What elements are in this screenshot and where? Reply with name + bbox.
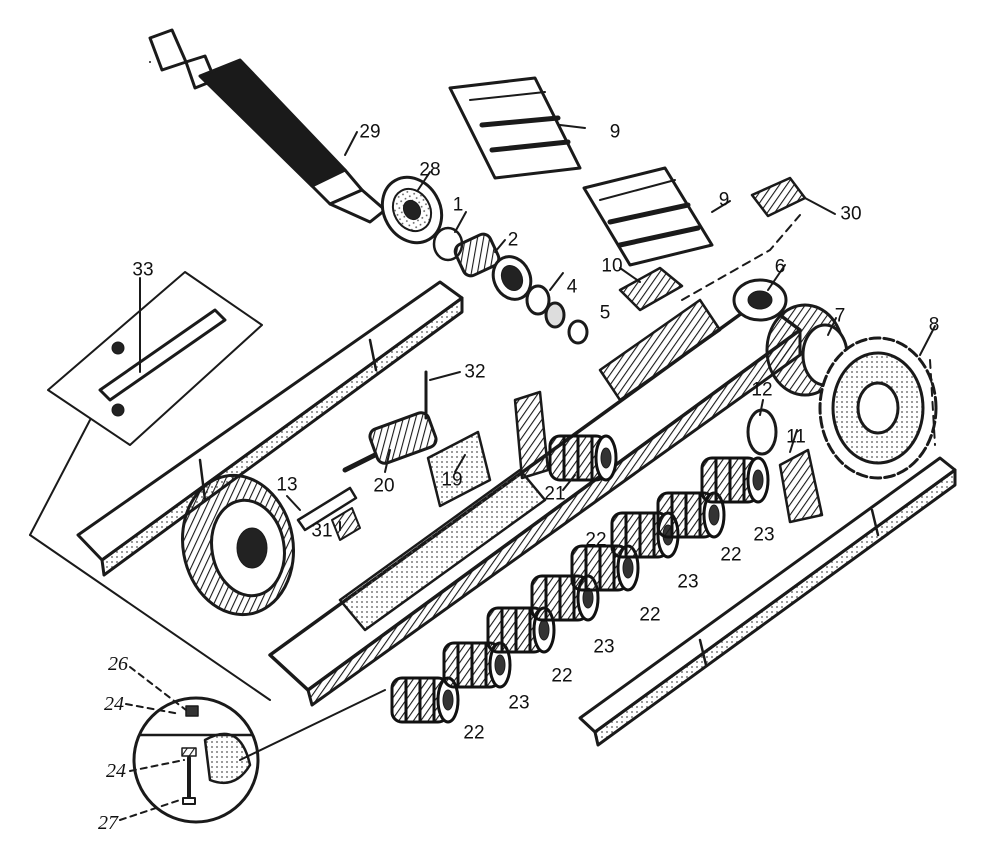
clip-part bbox=[331, 507, 361, 541]
callout-1: 1 bbox=[452, 194, 464, 216]
seal-ring-inner-part bbox=[544, 301, 566, 329]
callout-6: 6 bbox=[774, 256, 786, 278]
sprocket-hub-part bbox=[765, 303, 849, 397]
callout-24-lower: 24 bbox=[106, 760, 126, 782]
callout-22-e: 22 bbox=[585, 529, 607, 551]
callout-27: 27 bbox=[98, 812, 118, 834]
bracket-part bbox=[296, 486, 358, 532]
callout-23-d: 23 bbox=[508, 692, 530, 714]
callout-12: 12 bbox=[751, 379, 773, 401]
callout-10: 10 bbox=[601, 255, 623, 277]
track-shoe-lower-part bbox=[582, 166, 714, 267]
idler-wheel-part bbox=[180, 473, 296, 617]
callout-9-lower: 9 bbox=[718, 189, 730, 211]
callout-8: 8 bbox=[928, 314, 940, 336]
callout-2: 2 bbox=[507, 229, 519, 251]
chain-dashed-leader bbox=[681, 214, 801, 301]
sprocket-part bbox=[818, 336, 938, 480]
axle-shaft-part bbox=[148, 28, 387, 224]
pad-inset-box bbox=[47, 271, 263, 446]
sprocket-guard-part bbox=[778, 448, 824, 524]
callout-21: 21 bbox=[544, 483, 566, 505]
flange-disc-part bbox=[380, 175, 444, 245]
callout-26: 26 bbox=[108, 653, 128, 675]
callout-22-a: 22 bbox=[720, 544, 742, 566]
track-roller-8 bbox=[700, 456, 770, 504]
leader-lines bbox=[29, 61, 936, 821]
track-shoe-upper-part bbox=[448, 76, 582, 180]
callout-23-b: 23 bbox=[677, 571, 699, 593]
callout-24-upper: 24 bbox=[104, 693, 124, 715]
callout-30: 30 bbox=[840, 203, 862, 225]
callout-9-upper: 9 bbox=[609, 121, 621, 143]
callout-23-c: 23 bbox=[593, 636, 615, 658]
callout-22-b: 22 bbox=[639, 604, 661, 626]
callout-22-d: 22 bbox=[463, 722, 485, 744]
side-plate-part bbox=[513, 390, 550, 480]
track-chain-link-part bbox=[618, 266, 684, 312]
track-guard-rail-right bbox=[578, 456, 957, 747]
cover-plate-part bbox=[426, 430, 492, 508]
callout-11: 11 bbox=[786, 426, 806, 448]
callout-32: 32 bbox=[464, 361, 486, 383]
callout-20: 20 bbox=[373, 475, 395, 497]
carrier-roller-part bbox=[548, 434, 618, 482]
callout-5: 5 bbox=[599, 302, 611, 324]
track-frame-part bbox=[268, 278, 802, 707]
callout-22-c: 22 bbox=[551, 665, 573, 687]
callout-23-a: 23 bbox=[753, 524, 775, 546]
callout-19: 19 bbox=[441, 469, 463, 491]
callout-28: 28 bbox=[419, 159, 441, 181]
master-link-part bbox=[750, 176, 807, 218]
bearing-part bbox=[453, 232, 533, 301]
callout-7: 7 bbox=[834, 305, 846, 327]
detail-inset-circle bbox=[132, 696, 260, 824]
callout-4: 4 bbox=[566, 276, 578, 298]
callout-33: 33 bbox=[132, 259, 154, 281]
seal-ring-part bbox=[525, 284, 551, 316]
seal-ring-large-part bbox=[746, 408, 778, 456]
callout-31: 31 bbox=[311, 520, 333, 542]
retainer-ring-part bbox=[567, 319, 589, 345]
callout-13: 13 bbox=[276, 474, 298, 496]
callout-29: 29 bbox=[359, 121, 381, 143]
adjuster-cylinder-part bbox=[342, 411, 438, 473]
